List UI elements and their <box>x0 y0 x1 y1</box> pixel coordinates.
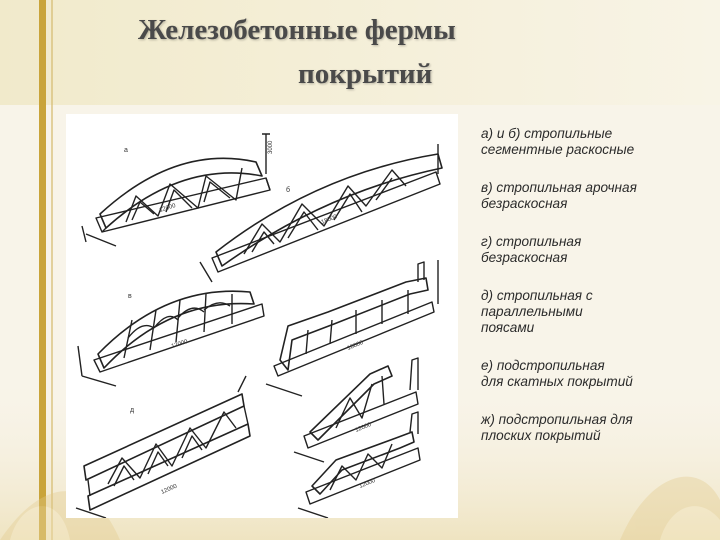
caption-item-zh: ж) подстропильная для плоских покрытий <box>481 412 713 444</box>
caption-text: безраскосная <box>481 196 568 211</box>
caption-text: а) и б) стропильные <box>481 126 613 141</box>
figure-label-d: д <box>130 407 134 414</box>
figure-label-b: б <box>286 186 290 194</box>
caption-item-a-b: а) и б) стропильные сегментные раскосные <box>481 126 713 158</box>
caption-item-g: г) стропильная безраскосная <box>481 234 713 266</box>
slide-title-line-2: покрытий <box>298 58 433 90</box>
dim-label-a-span: 12000 <box>159 203 177 214</box>
truss-drawing-panel: 12000 а 3000 18000 б 12000 в <box>66 114 458 518</box>
caption-text: безраскосная <box>481 250 568 265</box>
dim-label-d-span: 12000 <box>160 483 178 496</box>
caption-text: для скатных покрытий <box>481 374 633 389</box>
truss-drawing-b: 18000 б <box>199 144 443 283</box>
caption-text: поясами <box>481 320 535 335</box>
header-band <box>0 0 720 105</box>
dim-label-a-height: 3000 <box>268 140 274 154</box>
truss-drawing-v: 12000 в <box>77 290 265 387</box>
caption-item-e: е) подстропильная для скатных покрытий <box>481 358 713 390</box>
caption-text: сегментные раскосные <box>481 142 635 157</box>
figure-label-v: в <box>128 293 132 300</box>
truss-drawing-g: 18000 <box>265 260 439 397</box>
figure-label-a: а <box>124 147 128 154</box>
truss-drawing-d: 12000 д <box>75 375 251 518</box>
caption-text: ж) подстропильная для <box>481 412 633 427</box>
truss-drawing-a: 12000 а 3000 <box>81 133 274 247</box>
caption-text: плоских покрытий <box>481 428 601 443</box>
caption-item-v: в) стропильная арочная безраскосная <box>481 180 713 212</box>
caption-item-d: д) стропильная с параллельными поясами <box>481 288 713 336</box>
dim-label-e-span: 12000 <box>355 422 373 434</box>
caption-text: в) стропильная арочная <box>481 180 637 195</box>
slide-title-line-1: Железобетонные фермы <box>138 14 456 46</box>
truss-drawing-e: 12000 <box>293 357 419 463</box>
dim-label-v-span: 12000 <box>171 339 189 350</box>
truss-caption-list: а) и б) стропильные сегментные раскосные… <box>481 126 713 468</box>
caption-text: г) стропильная <box>481 234 582 249</box>
caption-text: д) стропильная с <box>481 288 593 303</box>
dim-label-g-span: 18000 <box>347 340 365 352</box>
caption-text: е) подстропильная <box>481 358 605 373</box>
truss-drawings: 12000 а 3000 18000 б 12000 в <box>75 133 443 518</box>
caption-text: параллельными <box>481 304 583 319</box>
dim-label-zh-span: 12000 <box>359 478 377 490</box>
accent-bar <box>39 0 46 540</box>
